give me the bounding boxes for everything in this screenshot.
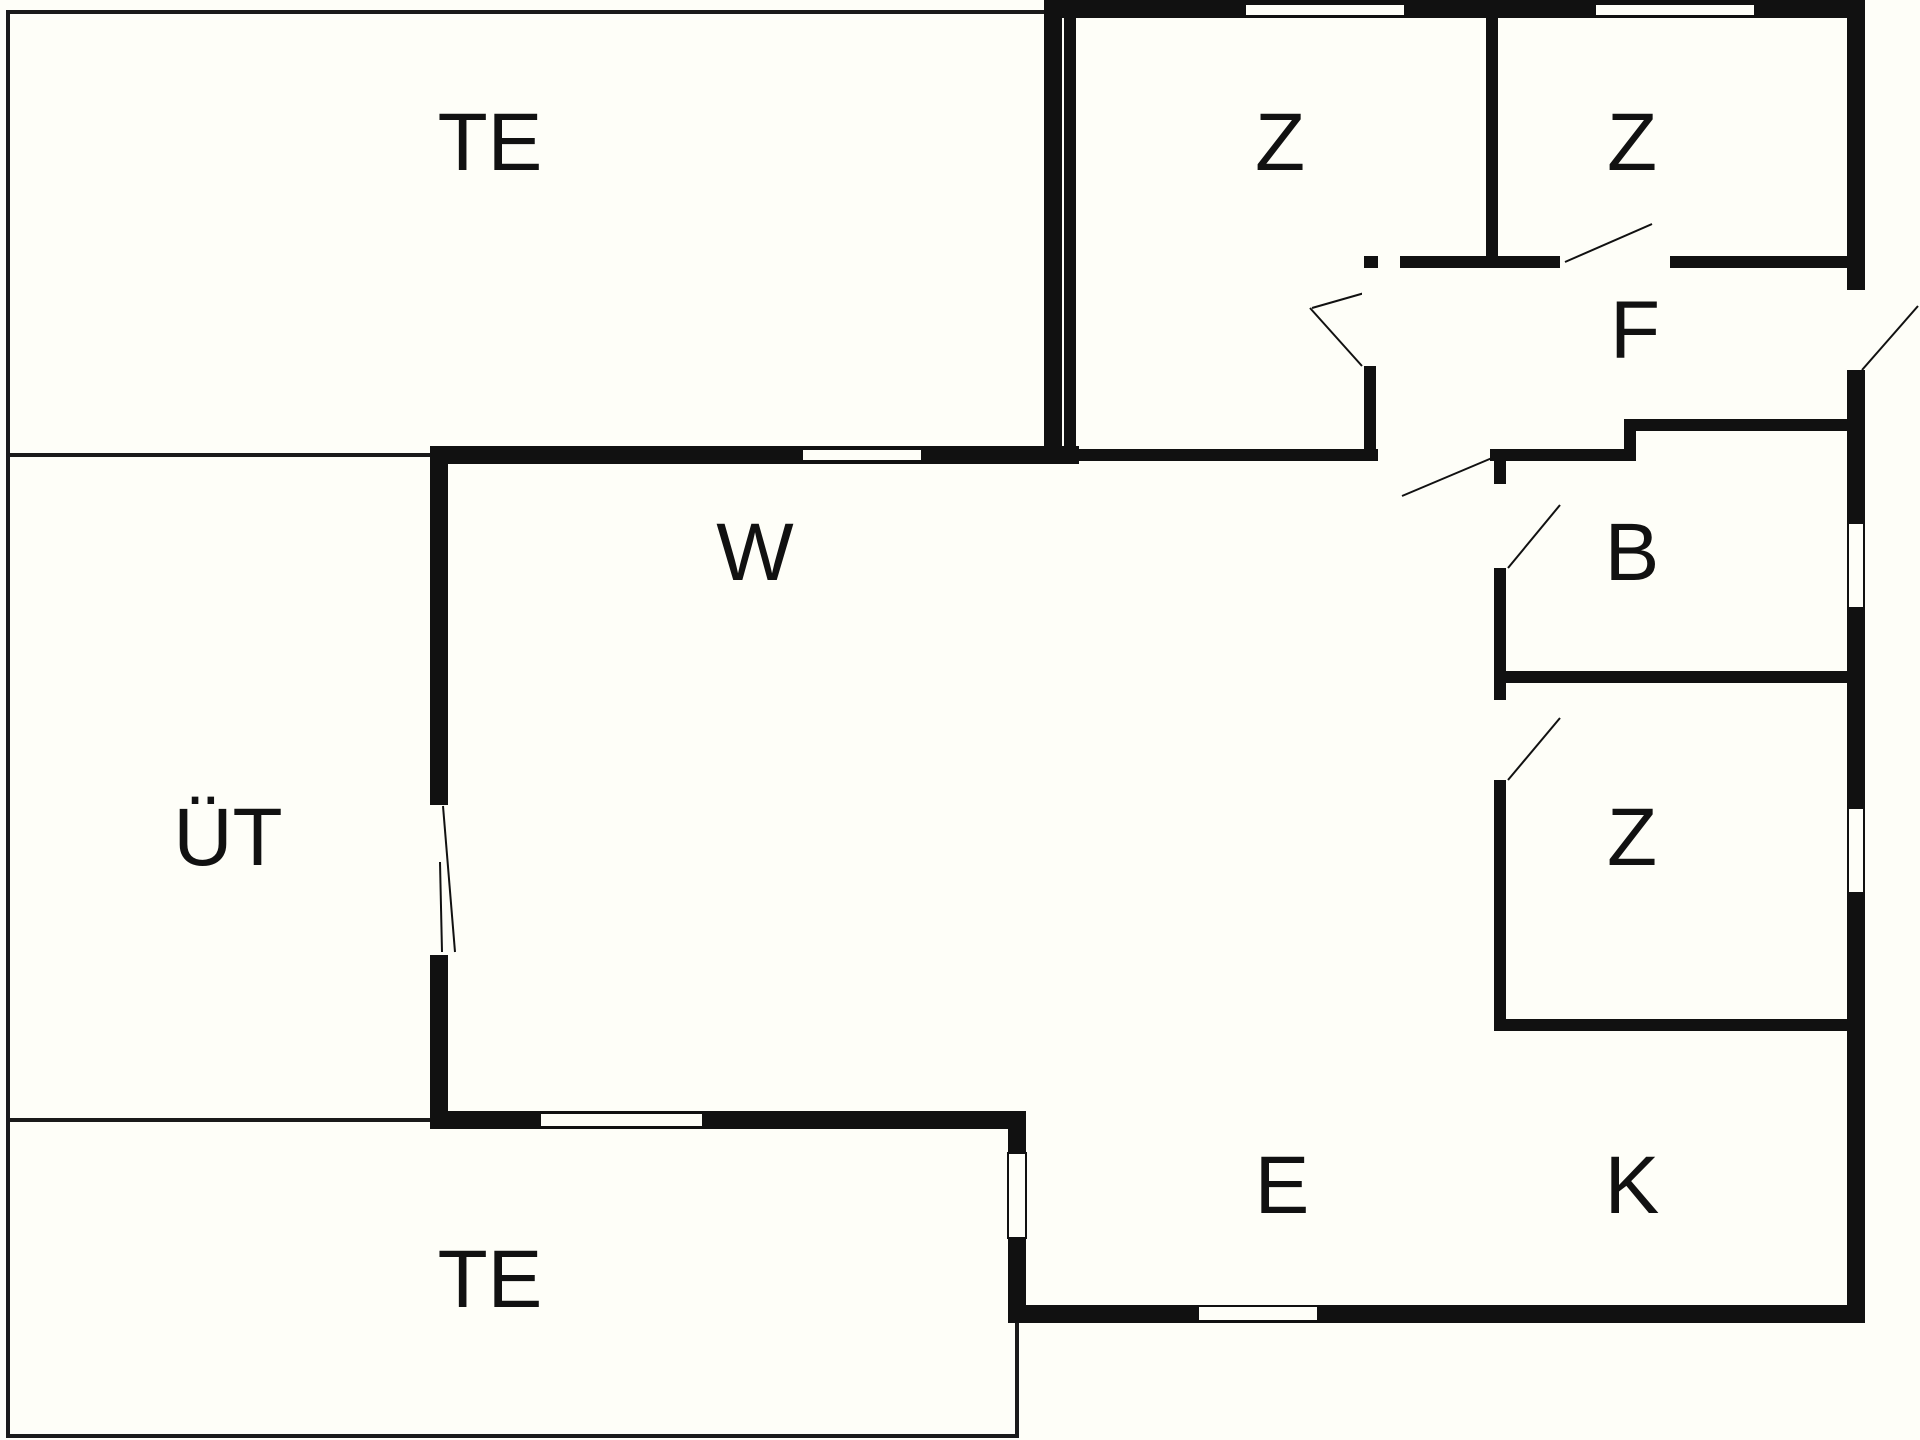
doors: [430, 223, 1919, 955]
room-label-z-right: Z: [1607, 792, 1657, 883]
window-living-top: [801, 448, 923, 462]
room-label-z-top-left: Z: [1255, 97, 1305, 188]
door-gap-z1: [1378, 254, 1400, 292]
room-label-z-top-right: Z: [1607, 97, 1657, 188]
door-swing-bath: [1507, 504, 1561, 569]
outer-terrace-outline: [6, 10, 1045, 1438]
window-z3: [1847, 807, 1865, 894]
room-label-te-bottom: TE: [438, 1234, 543, 1325]
door-swing-terrace-1: [442, 805, 456, 953]
door-swing-hall-living: [1401, 457, 1493, 497]
room-label-b: B: [1605, 507, 1660, 598]
window-top-2: [1594, 3, 1756, 17]
room-label-w: W: [716, 507, 794, 598]
door-gap-entrance: [1838, 290, 1866, 370]
room-labels: TE Z Z F W B ÜT Z E K TE: [173, 97, 1660, 1325]
door-swing-z3: [1507, 717, 1561, 781]
window-top-1: [1244, 3, 1406, 17]
room-label-te-top: TE: [438, 97, 543, 188]
door-gap-z3: [1492, 700, 1508, 780]
window-living-bottom: [539, 1112, 704, 1128]
room-label-k: K: [1605, 1140, 1660, 1231]
door-swing-hall-left: [1309, 307, 1363, 367]
door-gap-hall-left: [1362, 268, 1378, 366]
terrace-outlines: [6, 10, 1045, 1438]
window-kitchen-bottom: [1197, 1305, 1319, 1322]
room-label-f: F: [1610, 285, 1660, 376]
door-swing-entrance: [1861, 305, 1919, 371]
window-bath: [1847, 522, 1865, 609]
wall-hall-top: [1364, 256, 1856, 461]
window-dining-left: [1007, 1152, 1027, 1239]
door-gap-bath: [1492, 484, 1508, 568]
door-swing-z1: [1311, 291, 1369, 309]
door-swing-terrace-2: [439, 861, 443, 953]
door-gap-terrace: [430, 805, 448, 955]
room-label-ut: ÜT: [173, 792, 282, 883]
windows: [539, 3, 1865, 1322]
door-gap-z2: [1560, 254, 1670, 270]
door-gap-hall-living: [1378, 447, 1490, 463]
door-swing-z2: [1564, 223, 1653, 263]
room-label-e: E: [1255, 1140, 1310, 1231]
